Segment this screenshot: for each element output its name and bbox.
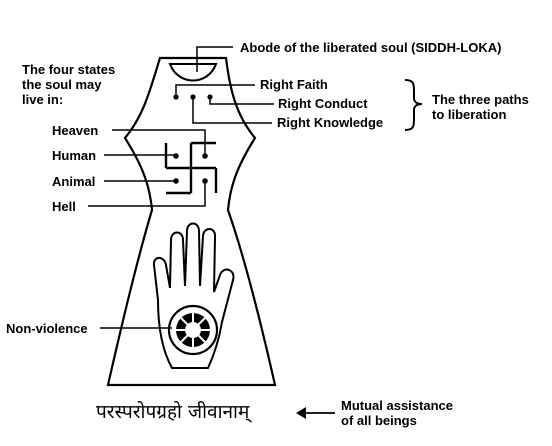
- motto-sanskrit-text: परस्परोपग्रहो जीवानाम्: [96, 401, 250, 423]
- crescent-symbol: [168, 63, 218, 82]
- leader-line-siddh-loka: [196, 46, 233, 72]
- label-animal: Animal: [52, 174, 96, 189]
- leader-line-heaven: [112, 129, 206, 155]
- brace-three-paths: [404, 79, 423, 131]
- label-mutual-assistance: Mutual assistance of all beings: [341, 398, 453, 428]
- leader-line-hell: [88, 181, 206, 207]
- label-right-conduct: Right Conduct: [278, 96, 368, 111]
- label-hell: Hell: [52, 199, 76, 214]
- leader-line-right-conduct: [209, 97, 274, 105]
- leader-line-right-knowledge: [192, 97, 272, 124]
- leader-line-right-faith: [175, 84, 255, 97]
- label-three-paths: The three paths to liberation: [432, 92, 529, 122]
- emblem-outline: [106, 56, 277, 387]
- label-right-faith: Right Faith: [260, 77, 328, 92]
- label-non-violence: Non-violence: [6, 321, 88, 336]
- label-right-knowledge: Right Knowledge: [277, 115, 384, 130]
- label-siddh-loka: Abode of the liberated soul (SIDDH-LOKA): [240, 40, 502, 55]
- swastika-symbol: [164, 141, 218, 195]
- arrow-head-icon: [296, 407, 306, 419]
- label-four-states: The four states the soul may live in:: [22, 62, 116, 107]
- hand-symbol: [152, 222, 235, 369]
- label-human: Human: [52, 148, 97, 163]
- wheel-symbol: [167, 304, 219, 356]
- label-heaven: Heaven: [52, 123, 99, 138]
